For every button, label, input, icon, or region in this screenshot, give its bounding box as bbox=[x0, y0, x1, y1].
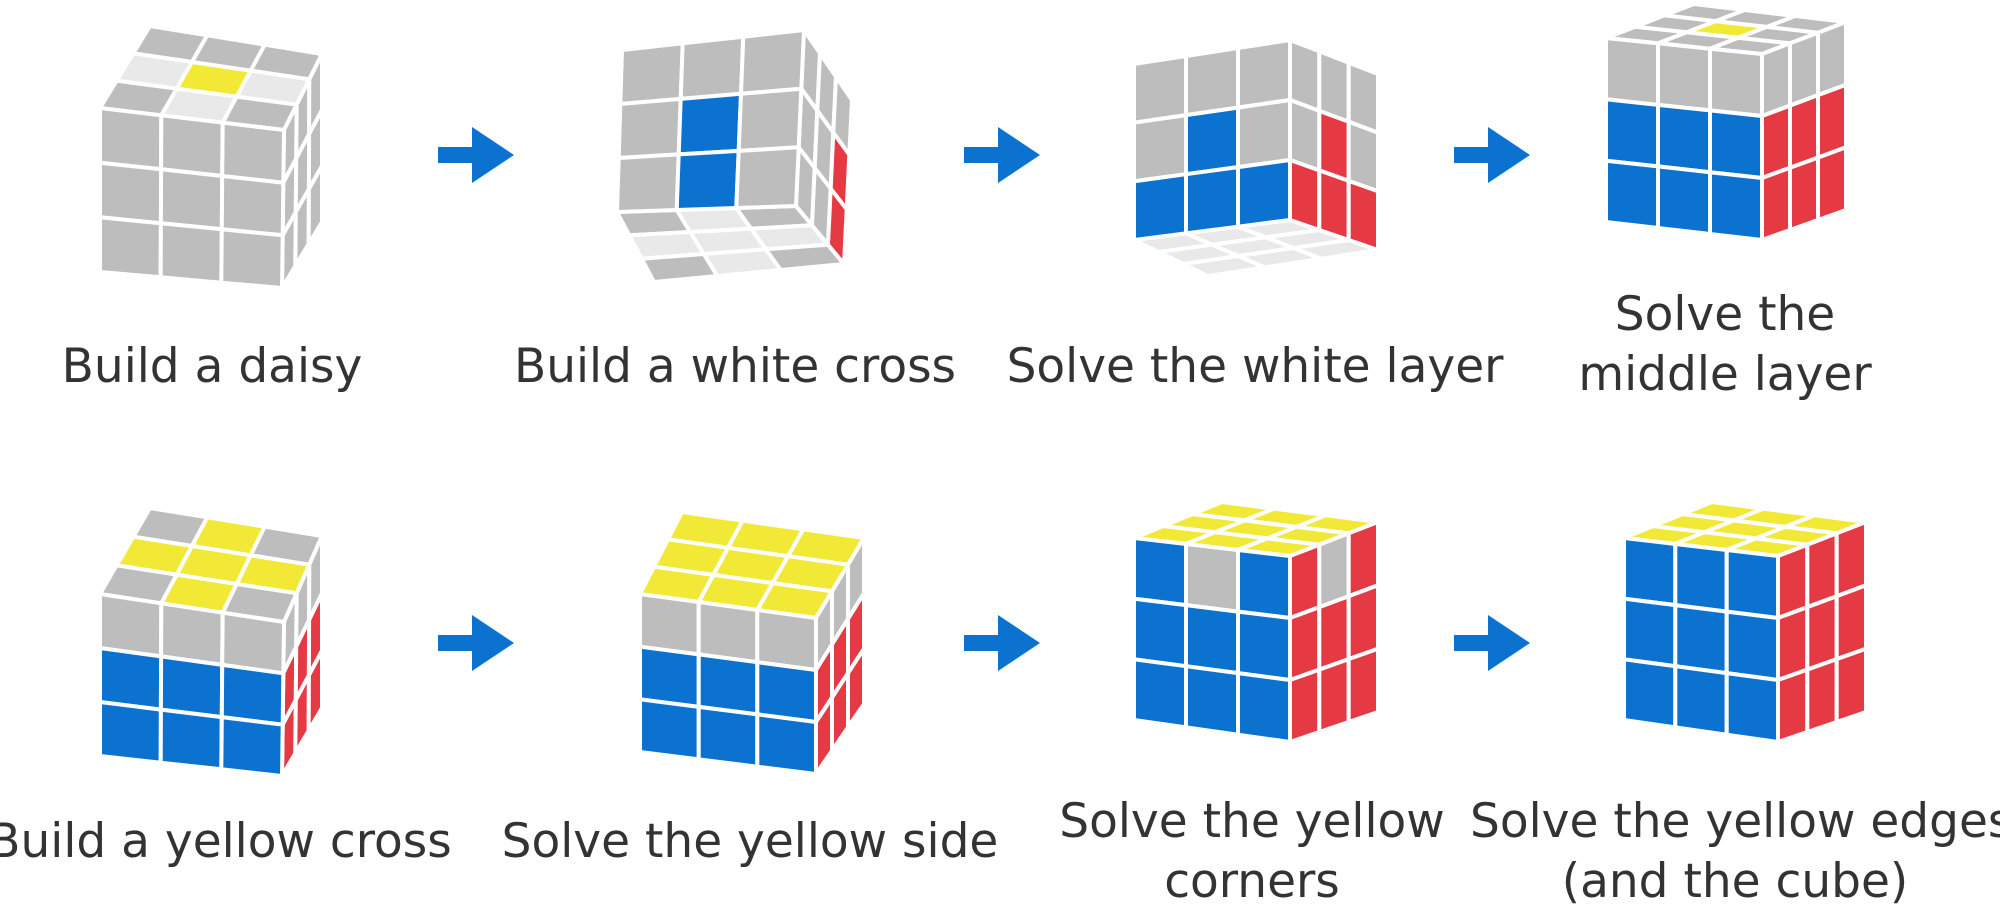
caption-build-daisy: Build a daisy bbox=[12, 337, 412, 397]
cube-tile bbox=[1622, 596, 1678, 669]
arrow-shape bbox=[438, 127, 514, 183]
cube-tile bbox=[755, 712, 818, 776]
face-top bbox=[98, 24, 324, 132]
cube-tile bbox=[306, 164, 324, 246]
arrow-right-icon bbox=[962, 125, 1042, 185]
face-front bbox=[98, 106, 286, 290]
cube-white-cross bbox=[615, 28, 854, 284]
face-front bbox=[615, 28, 806, 214]
arrow-shape bbox=[1454, 615, 1530, 671]
cube-tile bbox=[1346, 178, 1380, 252]
face-front bbox=[1604, 36, 1764, 242]
caption-build-yellow-cross: Build a yellow cross bbox=[0, 812, 460, 872]
caption-line: Solve the yellow bbox=[1059, 794, 1445, 849]
cube-tile bbox=[1724, 671, 1780, 744]
face-bottom bbox=[615, 204, 846, 284]
caption-build-white-cross: Build a white cross bbox=[510, 337, 960, 397]
arrow-right-icon bbox=[1452, 125, 1532, 185]
cube-yellow-cross bbox=[98, 506, 324, 778]
face-right bbox=[794, 28, 854, 266]
cube-tile bbox=[1673, 603, 1729, 676]
face-front bbox=[98, 592, 286, 778]
cube-tile bbox=[219, 227, 285, 290]
cube-tile bbox=[1708, 170, 1764, 242]
face-right bbox=[1288, 520, 1380, 744]
cube-tile bbox=[1724, 609, 1780, 682]
face-right bbox=[1776, 520, 1868, 744]
arrow-shape bbox=[964, 615, 1040, 671]
cube-tile bbox=[1805, 657, 1839, 734]
caption-solve-white-layer: Solve the white layer bbox=[1005, 337, 1505, 397]
face-front bbox=[1132, 38, 1292, 242]
caption-line: Solve the yellow edges bbox=[1470, 794, 2000, 849]
cube-tile bbox=[1834, 646, 1868, 724]
caption-line: Build a yellow cross bbox=[0, 814, 452, 869]
caption-solve-yellow-side: Solve the yellow side bbox=[500, 812, 1000, 872]
face-top bbox=[638, 510, 866, 620]
caption-line: middle layer bbox=[1578, 347, 1872, 402]
arrow-shape bbox=[1454, 127, 1530, 183]
caption-solve-yellow-corners: Solve the yellow corners bbox=[1027, 792, 1477, 912]
caption-line: Build a daisy bbox=[61, 339, 363, 394]
face-right bbox=[280, 534, 324, 778]
face-right bbox=[814, 536, 866, 776]
cube-tile bbox=[1776, 667, 1810, 744]
cube-tile bbox=[1816, 145, 1848, 222]
caption-solve-middle-layer: Solve the middle layer bbox=[1500, 285, 1950, 405]
arrow-right-icon bbox=[1452, 613, 1532, 673]
cube-tile bbox=[826, 186, 849, 266]
face-front bbox=[1132, 536, 1292, 744]
cube-yellow-side bbox=[638, 510, 866, 776]
cube-tile bbox=[1673, 542, 1729, 614]
cube-tile bbox=[306, 648, 324, 733]
cube-tile bbox=[1724, 548, 1780, 620]
face-top bbox=[98, 506, 324, 624]
cube-daisy bbox=[98, 24, 324, 290]
face-front bbox=[1622, 536, 1780, 744]
caption-line: Solve the white layer bbox=[1006, 339, 1504, 394]
caption-line: (and the cube) bbox=[1561, 854, 1909, 909]
cube-middle-layer bbox=[1604, 2, 1848, 242]
caption-line: corners bbox=[1164, 854, 1340, 909]
caption-line: Build a white cross bbox=[513, 339, 957, 394]
arrow-right-icon bbox=[436, 125, 516, 185]
cube-tile bbox=[846, 646, 866, 730]
arrow-right-icon bbox=[962, 613, 1042, 673]
arrow-shape bbox=[964, 127, 1040, 183]
cube-tile bbox=[1673, 664, 1729, 737]
cube-tile bbox=[1236, 671, 1292, 744]
cube-yellow-corners bbox=[1132, 500, 1380, 744]
cube-tile bbox=[1834, 583, 1868, 662]
cube-yellow-edges bbox=[1622, 500, 1868, 744]
arrow-shape bbox=[438, 615, 514, 671]
cube-tile bbox=[1622, 657, 1678, 730]
cube-white-layer bbox=[1132, 38, 1380, 278]
caption-solve-yellow-edges: Solve the yellow edges (and the cube) bbox=[1470, 792, 2000, 912]
cube-tile bbox=[1346, 646, 1380, 724]
cube-tile bbox=[1622, 536, 1678, 608]
caption-line: Solve the bbox=[1614, 287, 1836, 342]
caption-line: Solve the yellow side bbox=[501, 814, 999, 869]
face-right bbox=[1288, 38, 1380, 252]
cube-tile bbox=[1236, 158, 1292, 229]
cube-tile bbox=[219, 715, 285, 778]
arrow-right-icon bbox=[436, 613, 516, 673]
cube-tile bbox=[734, 145, 801, 210]
face-front bbox=[638, 592, 818, 776]
